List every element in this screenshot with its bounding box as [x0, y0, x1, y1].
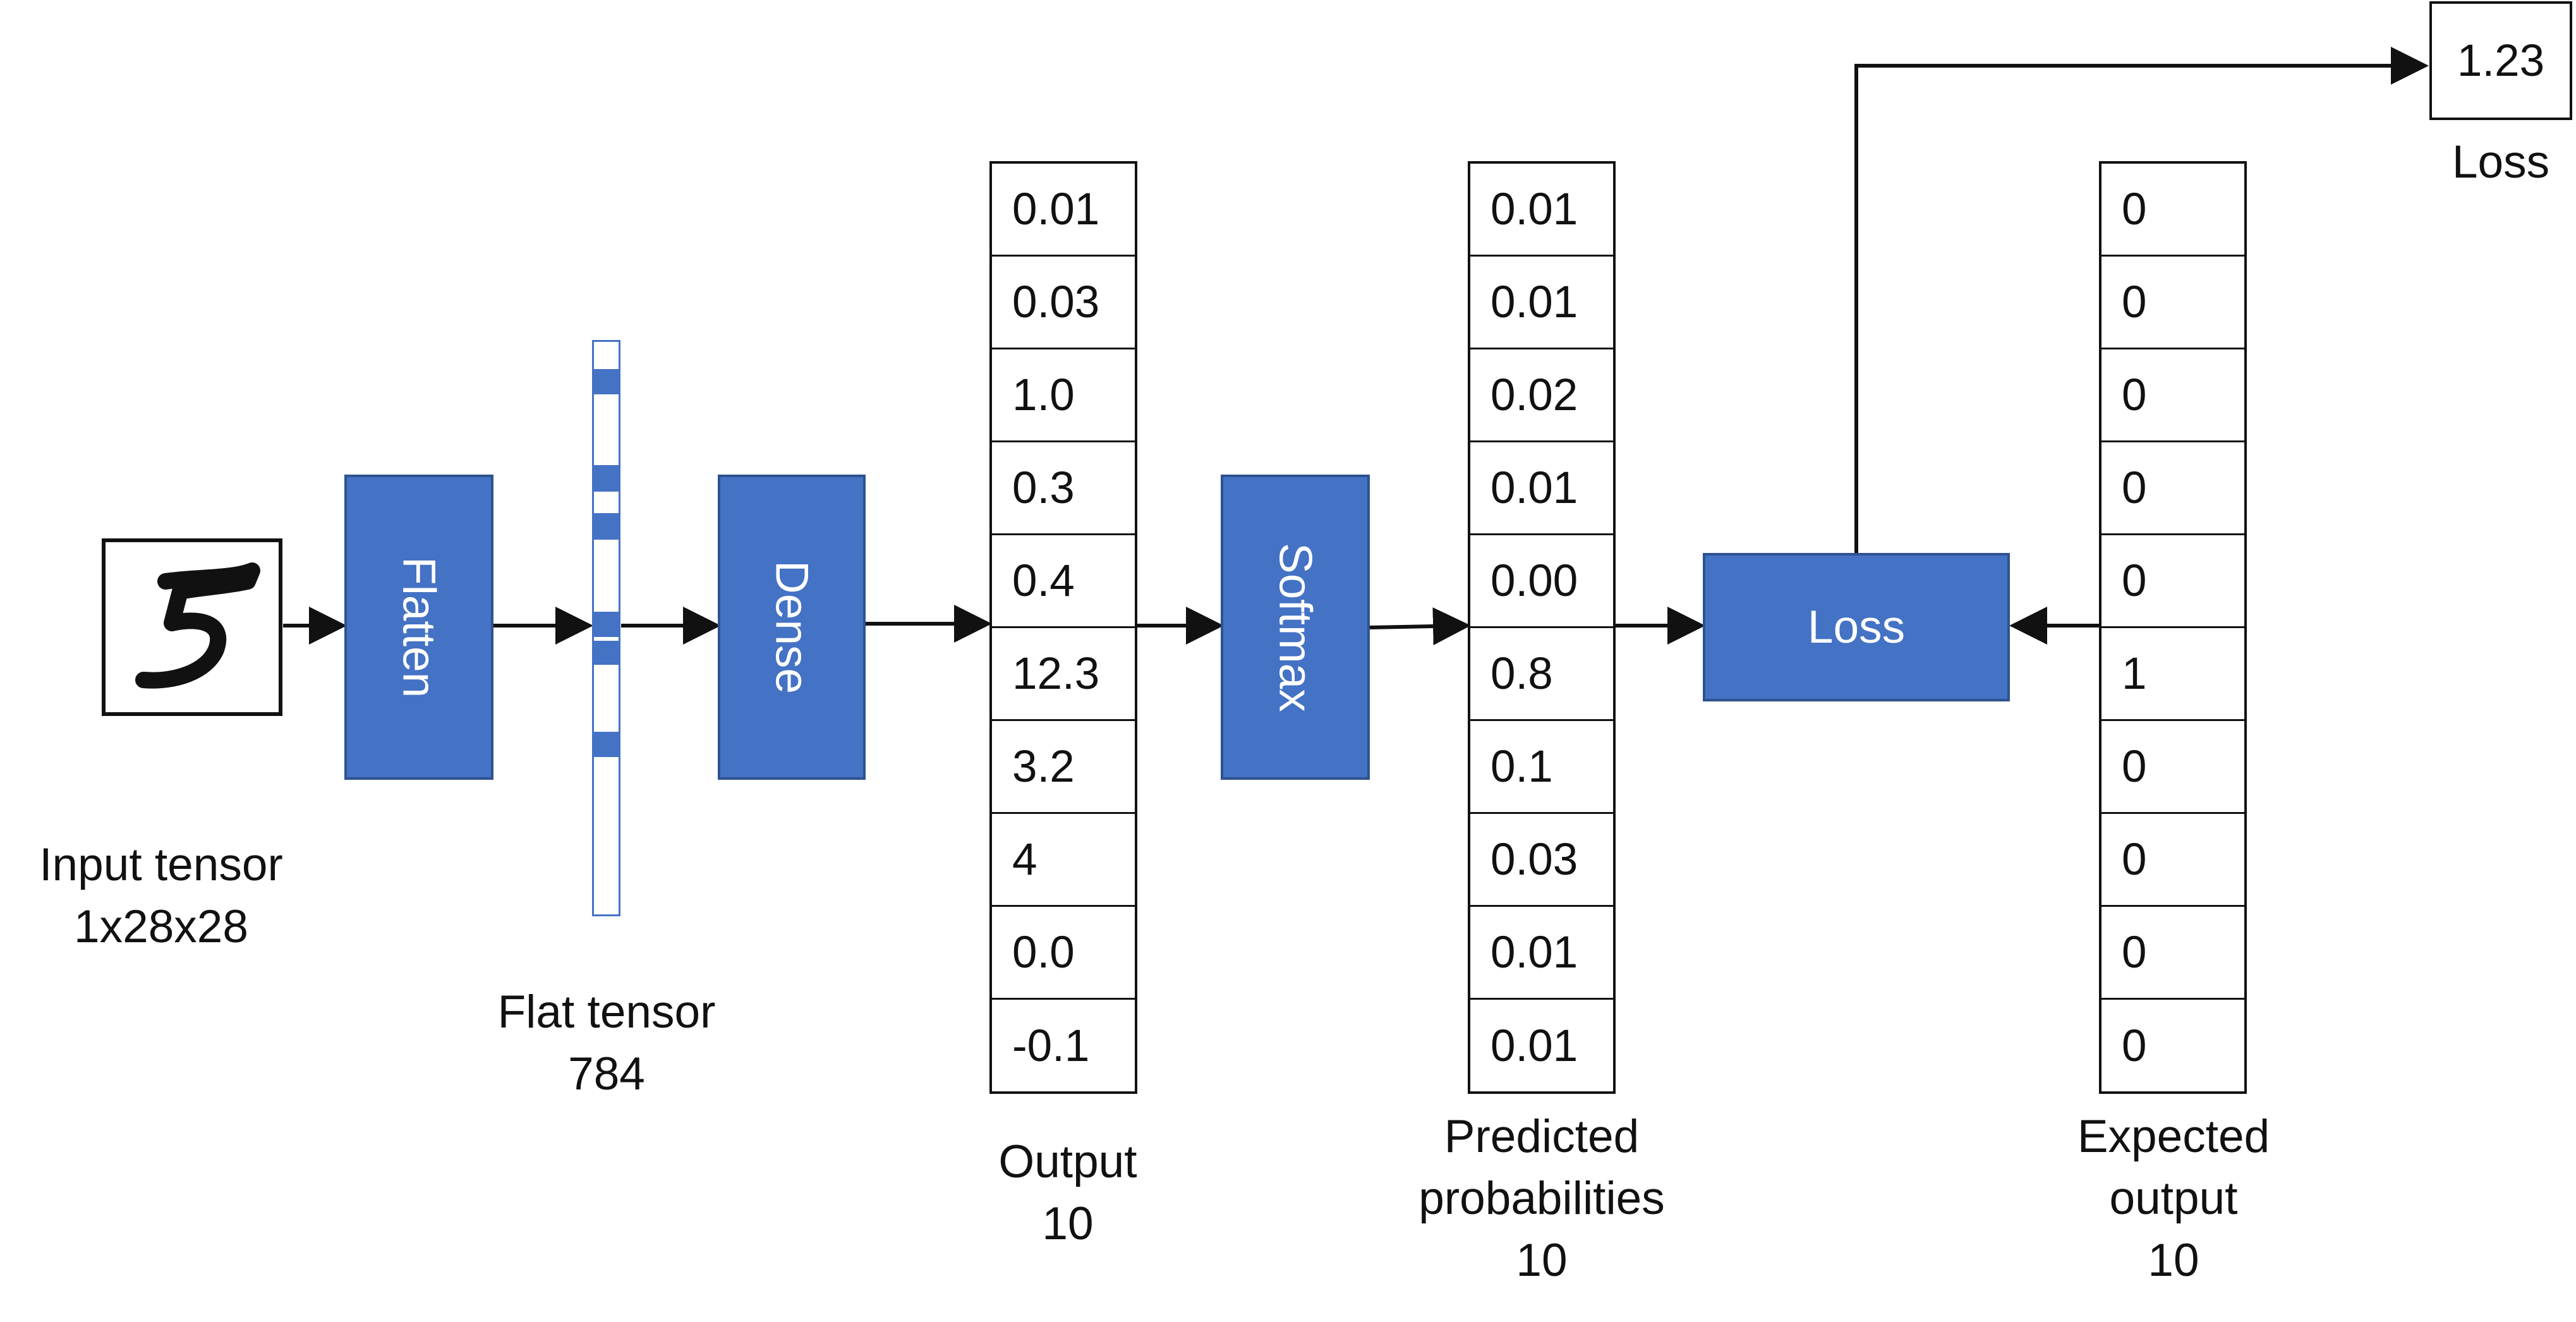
flat-tensor-stripe — [594, 369, 619, 394]
input-tensor-shape: 1x28x28 — [74, 901, 248, 952]
loss-value-box: 1.23 — [2429, 1, 2572, 120]
vector-cell: 0.8 — [1470, 628, 1613, 721]
vector-cell: 0.01 — [1470, 257, 1613, 349]
vector-cell: 0.4 — [992, 535, 1135, 628]
vector-cell: 0.00 — [1470, 535, 1613, 628]
vector-cell: 0.1 — [1470, 721, 1613, 814]
arrow-softmax-to-predicted — [1369, 607, 1471, 646]
flat-tensor-stripe — [594, 641, 619, 665]
flatten-layer-block: Flatten — [344, 475, 493, 780]
vector-cell: 1 — [2101, 628, 2244, 721]
expected-size: 10 — [2148, 1235, 2199, 1286]
flatten-label: Flatten — [393, 556, 445, 698]
digit-five-icon — [135, 562, 260, 689]
predicted-label-line1: Predicted — [1444, 1111, 1640, 1162]
loss-value-caption: Loss — [2401, 131, 2576, 193]
vector-cell: 3.2 — [992, 721, 1135, 814]
flat-tensor-stripe — [594, 465, 619, 492]
vector-cell: 0 — [2101, 535, 2244, 628]
expected-caption: Expected output 10 — [2022, 1106, 2325, 1292]
vector-cell: 0.3 — [992, 442, 1135, 535]
flat-tensor-bar — [592, 340, 620, 916]
vector-cell: 0.01 — [992, 164, 1135, 257]
flat-tensor-stripe — [594, 513, 619, 540]
predicted-label-line2: probabilities — [1418, 1173, 1665, 1224]
vector-cell: 12.3 — [992, 628, 1135, 721]
vector-cell: 0.02 — [1470, 349, 1613, 442]
arrow-loss-to-value — [1854, 47, 2429, 554]
vector-cell: 0.0 — [992, 907, 1135, 1000]
loss-caption-label: Loss — [2452, 136, 2550, 188]
expected-label-line2: output — [2109, 1173, 2238, 1224]
input-tensor-caption: Input tensor 1x28x28 — [25, 834, 297, 958]
flat-tensor-stripe — [594, 732, 619, 757]
vector-cell: 0.01 — [1470, 442, 1613, 535]
softmax-layer-block: Softmax — [1221, 475, 1370, 780]
vector-cell: 1.0 — [992, 349, 1135, 442]
loss-block-label: Loss — [1807, 602, 1906, 653]
vector-cell: 0 — [2101, 442, 2244, 535]
output-size: 10 — [1042, 1198, 1094, 1249]
vector-cell: 0.01 — [1470, 907, 1613, 1000]
vector-cell: 0 — [2101, 349, 2244, 442]
vector-cell: 0 — [2101, 257, 2244, 349]
flat-tensor-stripe — [594, 612, 619, 637]
vector-cell: 0 — [2122, 1021, 2147, 1071]
vector-cell: 0 — [2101, 907, 2244, 1000]
vector-cell: 0.03 — [1470, 814, 1613, 907]
dense-layer-block: Dense — [718, 475, 866, 780]
predicted-size: 10 — [1516, 1235, 1568, 1286]
output-label: Output — [998, 1136, 1137, 1187]
softmax-label: Softmax — [1269, 542, 1321, 712]
expected-label-line1: Expected — [2077, 1111, 2270, 1162]
vector-cell: 0 — [2101, 164, 2244, 257]
loss-function-block: Loss — [1703, 553, 2010, 701]
vector-cell: 4 — [992, 814, 1135, 907]
vector-cell: 0.01 — [1470, 164, 1613, 257]
vector-cell: -0.1 — [1012, 1021, 1090, 1071]
flat-tensor-caption: Flat tensor 784 — [468, 981, 746, 1105]
vector-cell: 0.01 — [1491, 1021, 1578, 1071]
vector-cell: 0 — [2101, 814, 2244, 907]
vector-cell: 0.03 — [992, 257, 1135, 349]
vector-cell: 0 — [2101, 721, 2244, 814]
input-tensor-label: Input tensor — [39, 839, 283, 890]
loss-value: 1.23 — [2457, 35, 2545, 86]
output-caption: Output 10 — [916, 1131, 1219, 1255]
flat-tensor-label: Flat tensor — [497, 986, 716, 1038]
flat-tensor-size: 784 — [568, 1048, 645, 1100]
predicted-caption: Predicted probabilities 10 — [1390, 1106, 1693, 1292]
input-digit-image — [102, 538, 282, 716]
dense-label: Dense — [766, 560, 818, 694]
